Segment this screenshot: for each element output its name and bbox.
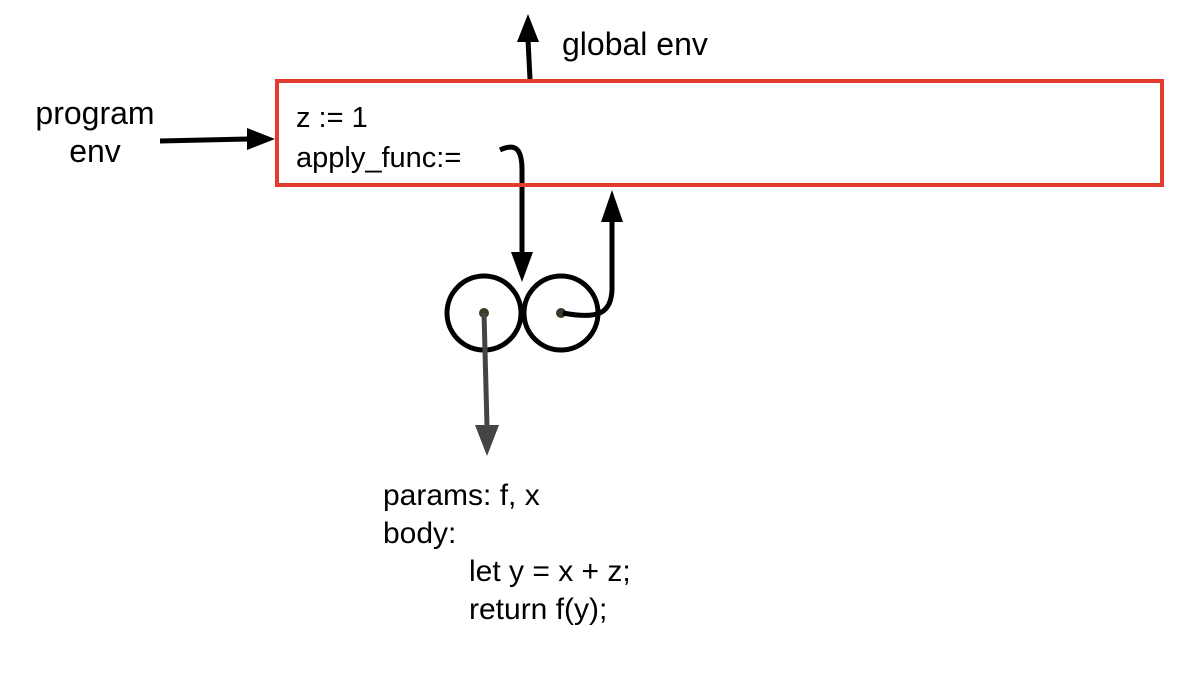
function-code-block: params: f, x body: let y = x + z; return… [383, 477, 631, 629]
closure-env-pointer-arrow [562, 190, 623, 318]
body-label: body: [383, 517, 457, 550]
global-env-arrow [517, 14, 539, 80]
body-line-1: let y = x + z; [469, 555, 631, 588]
binding-z: z := 1 [296, 102, 368, 134]
params-line: params: f, x [383, 479, 540, 512]
environment-frame: z := 1 apply_func:= [275, 79, 1164, 187]
program-env-arrow [159, 128, 275, 150]
program-env-label-line1: program [35, 95, 155, 131]
program-env-label: program env [20, 94, 170, 170]
apply-func-pointer-arrow [498, 144, 533, 282]
closure-code-pointer-arrow [475, 312, 499, 456]
body-line-2: return f(y); [469, 593, 608, 626]
program-env-label-line2: env [69, 133, 121, 169]
global-env-label: global env [562, 26, 708, 62]
binding-apply-func: apply_func:= [296, 142, 462, 174]
